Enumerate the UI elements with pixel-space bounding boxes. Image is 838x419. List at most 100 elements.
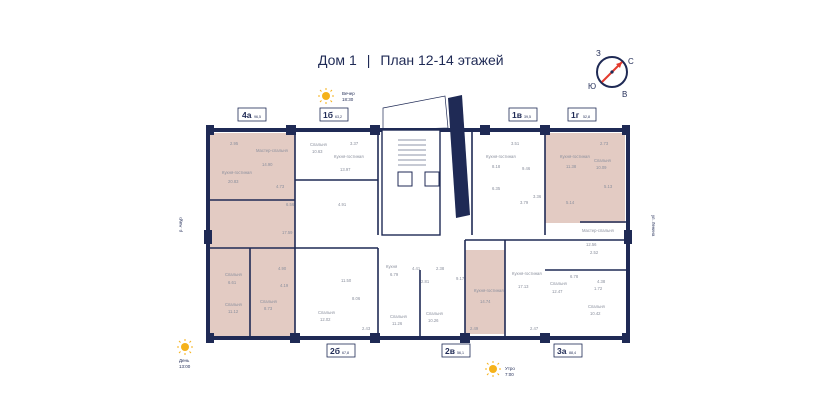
apartment-1g-badge[interactable]: 1г 52,8 xyxy=(567,107,597,122)
room-16-name: Кухня-гостиная xyxy=(474,288,504,293)
stair-core xyxy=(381,129,441,236)
sun-evening-time: 18:30 xyxy=(342,97,354,102)
room-15-area: 10.26 xyxy=(428,318,439,323)
compass: З С Ю В xyxy=(588,49,634,99)
area-s3: 6.56 xyxy=(286,202,295,207)
area-s7: 3.51 xyxy=(511,141,520,146)
apartment-4a-badge[interactable]: 4а 96,5 xyxy=(237,107,267,122)
sun-day-time: 13:00 xyxy=(179,364,191,369)
compass-west: З xyxy=(596,49,601,58)
small-area-labels: 2.95 4.73 6.56 3.37 4.91 17.59 3.51 6.35… xyxy=(230,141,613,331)
apartment-2b-number: 2б xyxy=(330,346,340,356)
room-1-area: 14.90 xyxy=(262,162,273,167)
sun-day: День 13:00 xyxy=(177,339,193,369)
room-11-name: Спальня xyxy=(260,299,277,304)
room-8-name: Мастер-спальня xyxy=(582,228,614,233)
sun-morning-time: 7:00 xyxy=(505,372,514,377)
area-s22: 9.17 xyxy=(456,276,465,281)
apartment-1v-number: 1в xyxy=(512,110,522,120)
apartment-2v-fill xyxy=(465,250,505,334)
area-s9: 9.46 xyxy=(522,166,531,171)
room-13-area: 6.79 xyxy=(390,272,399,277)
area-s13: 5.13 xyxy=(604,184,613,189)
area-s26: 2.43 xyxy=(362,326,371,331)
room-19-name: Спальня xyxy=(588,304,605,309)
apartment-1b-number: 1б xyxy=(323,110,333,120)
sun-evening-label: Вечер xyxy=(342,91,355,96)
room-4-area: 13.97 xyxy=(340,167,351,172)
area-s28: 2.47 xyxy=(530,326,539,331)
stair-steps xyxy=(398,139,426,166)
street-right: ул. Ленина xyxy=(651,215,656,237)
room-4-name: Кухня-гостиная xyxy=(334,154,364,159)
room-14-name: Спальня xyxy=(390,314,407,319)
room-11-area: 8.73 xyxy=(264,306,273,311)
sun-morning-label: Утро xyxy=(505,366,515,371)
room-2-area: 20.83 xyxy=(228,179,239,184)
area-s21: 2.81 xyxy=(421,279,430,284)
street-left: р. Амур xyxy=(178,217,183,232)
room-17-area: 17.13 xyxy=(518,284,529,289)
area-s18: 8.06 xyxy=(352,296,361,301)
area-s8: 6.35 xyxy=(492,186,501,191)
apartment-2v-badge[interactable]: 2в 56,1 xyxy=(441,343,471,358)
apartment-1v-badge[interactable]: 1в 39,5 xyxy=(508,107,538,122)
room-17-name: Кухня-гостиная xyxy=(512,271,542,276)
apartment-1g-number: 1г xyxy=(571,110,580,120)
wall-columns xyxy=(204,125,632,343)
room-16-area: 14.74 xyxy=(480,299,491,304)
area-s11: 3.36 xyxy=(533,194,542,199)
area-s25: 4.38 xyxy=(597,279,606,284)
house-label: Дом 1 xyxy=(318,52,357,68)
room-6-area: 11.38 xyxy=(566,164,577,169)
apartment-4a-area: 96,5 xyxy=(254,115,261,119)
room-2-name: Кухня-гостиная xyxy=(222,170,252,175)
compass-north: С xyxy=(628,57,634,66)
apartment-1v-area: 39,5 xyxy=(524,115,531,119)
area-s20: 2.38 xyxy=(436,266,445,271)
apartment-3a-badge[interactable]: 3а 88,4 xyxy=(553,343,583,358)
apartment-2b-badge[interactable]: 2б 67,8 xyxy=(326,343,356,358)
title-separator: | xyxy=(366,52,371,68)
area-s16: 4.19 xyxy=(280,283,289,288)
area-s15: 4.90 xyxy=(278,266,287,271)
apartment-4a-number: 4а xyxy=(242,110,252,120)
room-7-name: Спальня xyxy=(594,158,611,163)
floor-range-label: План 12-14 этажей xyxy=(380,52,504,68)
area-s19: 4.41 xyxy=(412,266,421,271)
apartment-badges: 4а 96,5 1б 63,2 1в 39,5 1г 52,8 2б 6 xyxy=(237,107,597,358)
area-s14: 5.14 xyxy=(566,200,575,205)
room-10-name: Спальня xyxy=(225,302,242,307)
apartment-2v-area: 56,1 xyxy=(457,351,464,355)
balcony-outline xyxy=(382,95,449,131)
room-12-name: Спальня xyxy=(318,310,335,315)
room-9-area: 6.61 xyxy=(228,280,237,285)
room-9-name: Спальня xyxy=(225,272,242,277)
room-12-area: 12.02 xyxy=(320,317,331,322)
area-s12: 2.73 xyxy=(600,141,609,146)
core xyxy=(381,95,470,236)
room-18-name: Спальня xyxy=(550,281,567,286)
area-s6: 17.59 xyxy=(282,230,293,235)
area-s24: 2.52 xyxy=(590,250,599,255)
room-6-name: Кухня-гостиная xyxy=(560,154,590,159)
apartment-1b-badge[interactable]: 1б 63,2 xyxy=(319,107,349,122)
elevator-2 xyxy=(424,171,440,187)
room-1-name: Мастер-спальня xyxy=(256,148,288,153)
sun-evening: Вечер 18:30 xyxy=(318,88,355,104)
sun-evening-icon xyxy=(318,88,334,104)
apartment-4a-fill xyxy=(210,133,295,336)
compass-south: Ю xyxy=(588,82,596,91)
inner-partitions xyxy=(208,130,628,338)
sun-day-icon xyxy=(177,339,193,355)
sun-morning: Утро 7:00 xyxy=(485,361,515,377)
area-s17: 11.50 xyxy=(341,278,352,283)
room-19-area: 10.42 xyxy=(590,311,601,316)
apartment-3a-area: 88,4 xyxy=(569,351,576,355)
room-18-area: 12.47 xyxy=(552,289,563,294)
sun-morning-icon xyxy=(485,361,501,377)
sun-day-label: День xyxy=(179,358,190,363)
compass-east: В xyxy=(622,90,627,99)
